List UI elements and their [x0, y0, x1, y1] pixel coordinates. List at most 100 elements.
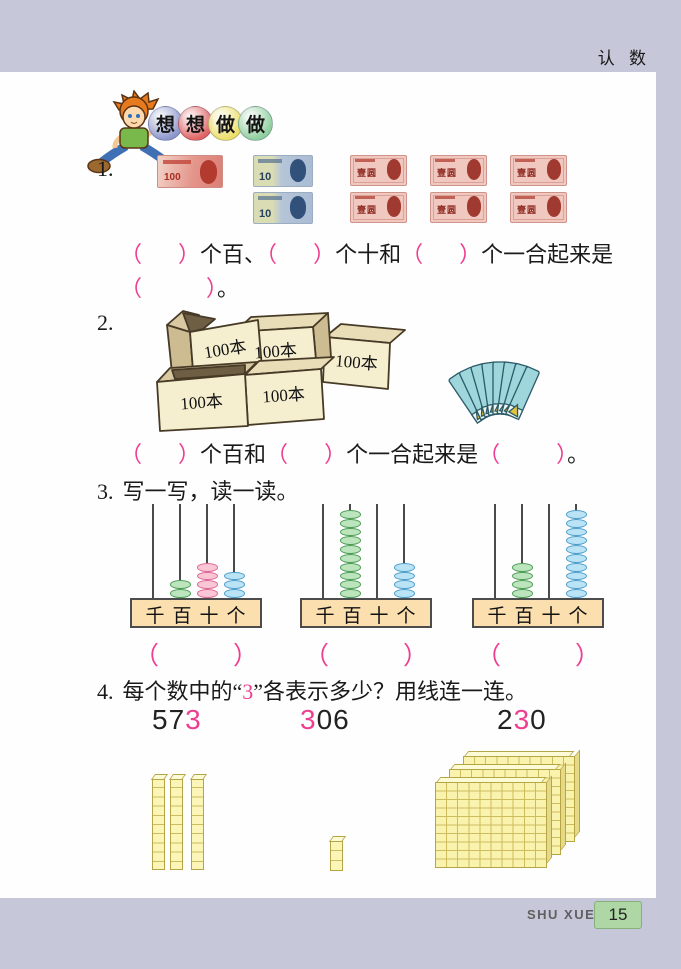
denomination-label: 10	[259, 171, 272, 183]
abacus-bead	[339, 554, 361, 563]
abacus-bead	[339, 510, 361, 519]
title-bubble-4: 做	[238, 106, 273, 141]
q4-number-573: 573	[152, 704, 202, 735]
abacus-bead	[169, 589, 191, 598]
abacus-bead	[339, 518, 361, 528]
banknote-1-yuan: 壹圆	[430, 192, 487, 223]
banknote-100-yuan: 100	[157, 155, 223, 188]
box-label: 100本	[334, 351, 378, 374]
abacus-base: 千 百 十 个	[472, 598, 604, 628]
abacus-bead	[511, 571, 533, 581]
abacus-answer-blank: （）	[134, 636, 258, 672]
paren: ）	[324, 442, 347, 467]
q1-blank-line-2: （）。	[120, 276, 240, 301]
abacus-bead	[565, 571, 587, 581]
portrait-image	[467, 196, 481, 217]
booklet-fan-illustration	[448, 361, 540, 424]
portrait-image	[387, 196, 401, 217]
place-label: 千	[315, 606, 335, 627]
paren: ）	[178, 442, 201, 467]
abacus-3: 千 百 十 个 （）	[472, 504, 604, 680]
abacus-rod-thousands	[312, 504, 334, 598]
title-bubble-3: 做	[208, 106, 243, 141]
abacus-bead	[565, 589, 587, 598]
q4-number-306: 306	[300, 704, 350, 735]
abacus-1: 千 百 十 个 （）	[130, 504, 262, 680]
paren: （	[266, 242, 278, 267]
abacus-bead	[393, 562, 415, 572]
abacus-bead	[339, 571, 361, 581]
paren: ）	[313, 242, 336, 267]
abacus-bead	[339, 545, 361, 555]
abacus-bead	[169, 580, 191, 590]
place-label: 百	[342, 606, 362, 627]
place-label: 百	[514, 606, 534, 627]
place-label: 个	[396, 606, 416, 627]
paren: （	[266, 442, 289, 467]
paren: （	[401, 242, 424, 267]
tens-rod-block	[191, 778, 204, 870]
abacus-bead	[565, 554, 587, 563]
abacus-rod-ones	[565, 504, 587, 598]
place-label: 百	[172, 606, 192, 627]
q2-label: 2.	[97, 310, 114, 335]
abacus-bead	[565, 580, 587, 590]
abacus-base: 千 百 十 个	[300, 598, 432, 628]
banknote-10-yuan: 10	[253, 155, 313, 187]
ones-cube-stack	[330, 840, 343, 871]
box-label: 100本	[180, 392, 224, 414]
abacus-bead	[223, 571, 245, 581]
abacus-bead	[339, 589, 361, 598]
box-label: 100本	[254, 341, 298, 363]
paren: ）	[402, 643, 428, 670]
abacus-bead	[196, 580, 218, 590]
abacus-rod-thousands	[484, 504, 506, 598]
portrait-image	[290, 196, 306, 219]
q1-label: 1.	[97, 156, 114, 181]
abacus-bead	[565, 562, 587, 572]
abacus-bead	[565, 527, 587, 537]
abacus-bead	[339, 580, 361, 590]
abacus-bead	[511, 580, 533, 590]
place-label: 个	[226, 606, 246, 627]
abacus-bead	[565, 536, 587, 546]
paren: ）	[178, 242, 201, 267]
portrait-image	[290, 159, 306, 182]
abacus-base: 千 百 十 个	[130, 598, 262, 628]
bubble-char: 想	[155, 115, 175, 136]
abacus-rod-thousands	[142, 504, 164, 598]
denomination-label: 壹圆	[517, 205, 538, 215]
abacus-2: 千 百 十 个 （）	[300, 504, 432, 680]
q3-prompt: 写一写，读一读。	[122, 479, 299, 504]
abacus-bead	[339, 527, 361, 537]
paren: （	[478, 442, 501, 467]
q4-heading: 4.每个数中的“3”各表示多少？用线连一连。	[97, 679, 528, 704]
bubble-char: 想	[185, 115, 205, 136]
portrait-image	[467, 159, 481, 180]
tens-rod-block	[170, 778, 183, 870]
paren: ）	[459, 242, 482, 267]
tens-rod-block	[152, 778, 165, 870]
abacus-bead	[196, 571, 218, 581]
place-label: 千	[145, 606, 165, 627]
abacus-bead	[565, 510, 587, 519]
paren: （	[120, 276, 143, 301]
abacus-rod-ones	[223, 504, 245, 598]
denomination-label: 壹圆	[357, 205, 378, 215]
q2-book-boxes-illustration: 100本 100本 100本 100本 100本	[156, 310, 406, 432]
paren: （	[120, 242, 143, 267]
denomination-label: 壹圆	[517, 168, 538, 178]
abacus-bead	[339, 562, 361, 572]
paren: （	[120, 442, 143, 467]
abacus-bead	[223, 589, 245, 598]
banknote-10-yuan: 10	[253, 192, 313, 224]
box-label: 100本	[262, 385, 306, 407]
abacus-rod-ones	[393, 504, 415, 598]
abacus-rod-tens	[196, 504, 218, 598]
place-label: 千	[487, 606, 507, 627]
denomination-label: 壹圆	[437, 205, 458, 215]
abacus-rod-tens	[538, 504, 560, 598]
q3-heading: 3.写一写，读一读。	[97, 474, 299, 506]
q4-label: 4.	[97, 679, 114, 704]
